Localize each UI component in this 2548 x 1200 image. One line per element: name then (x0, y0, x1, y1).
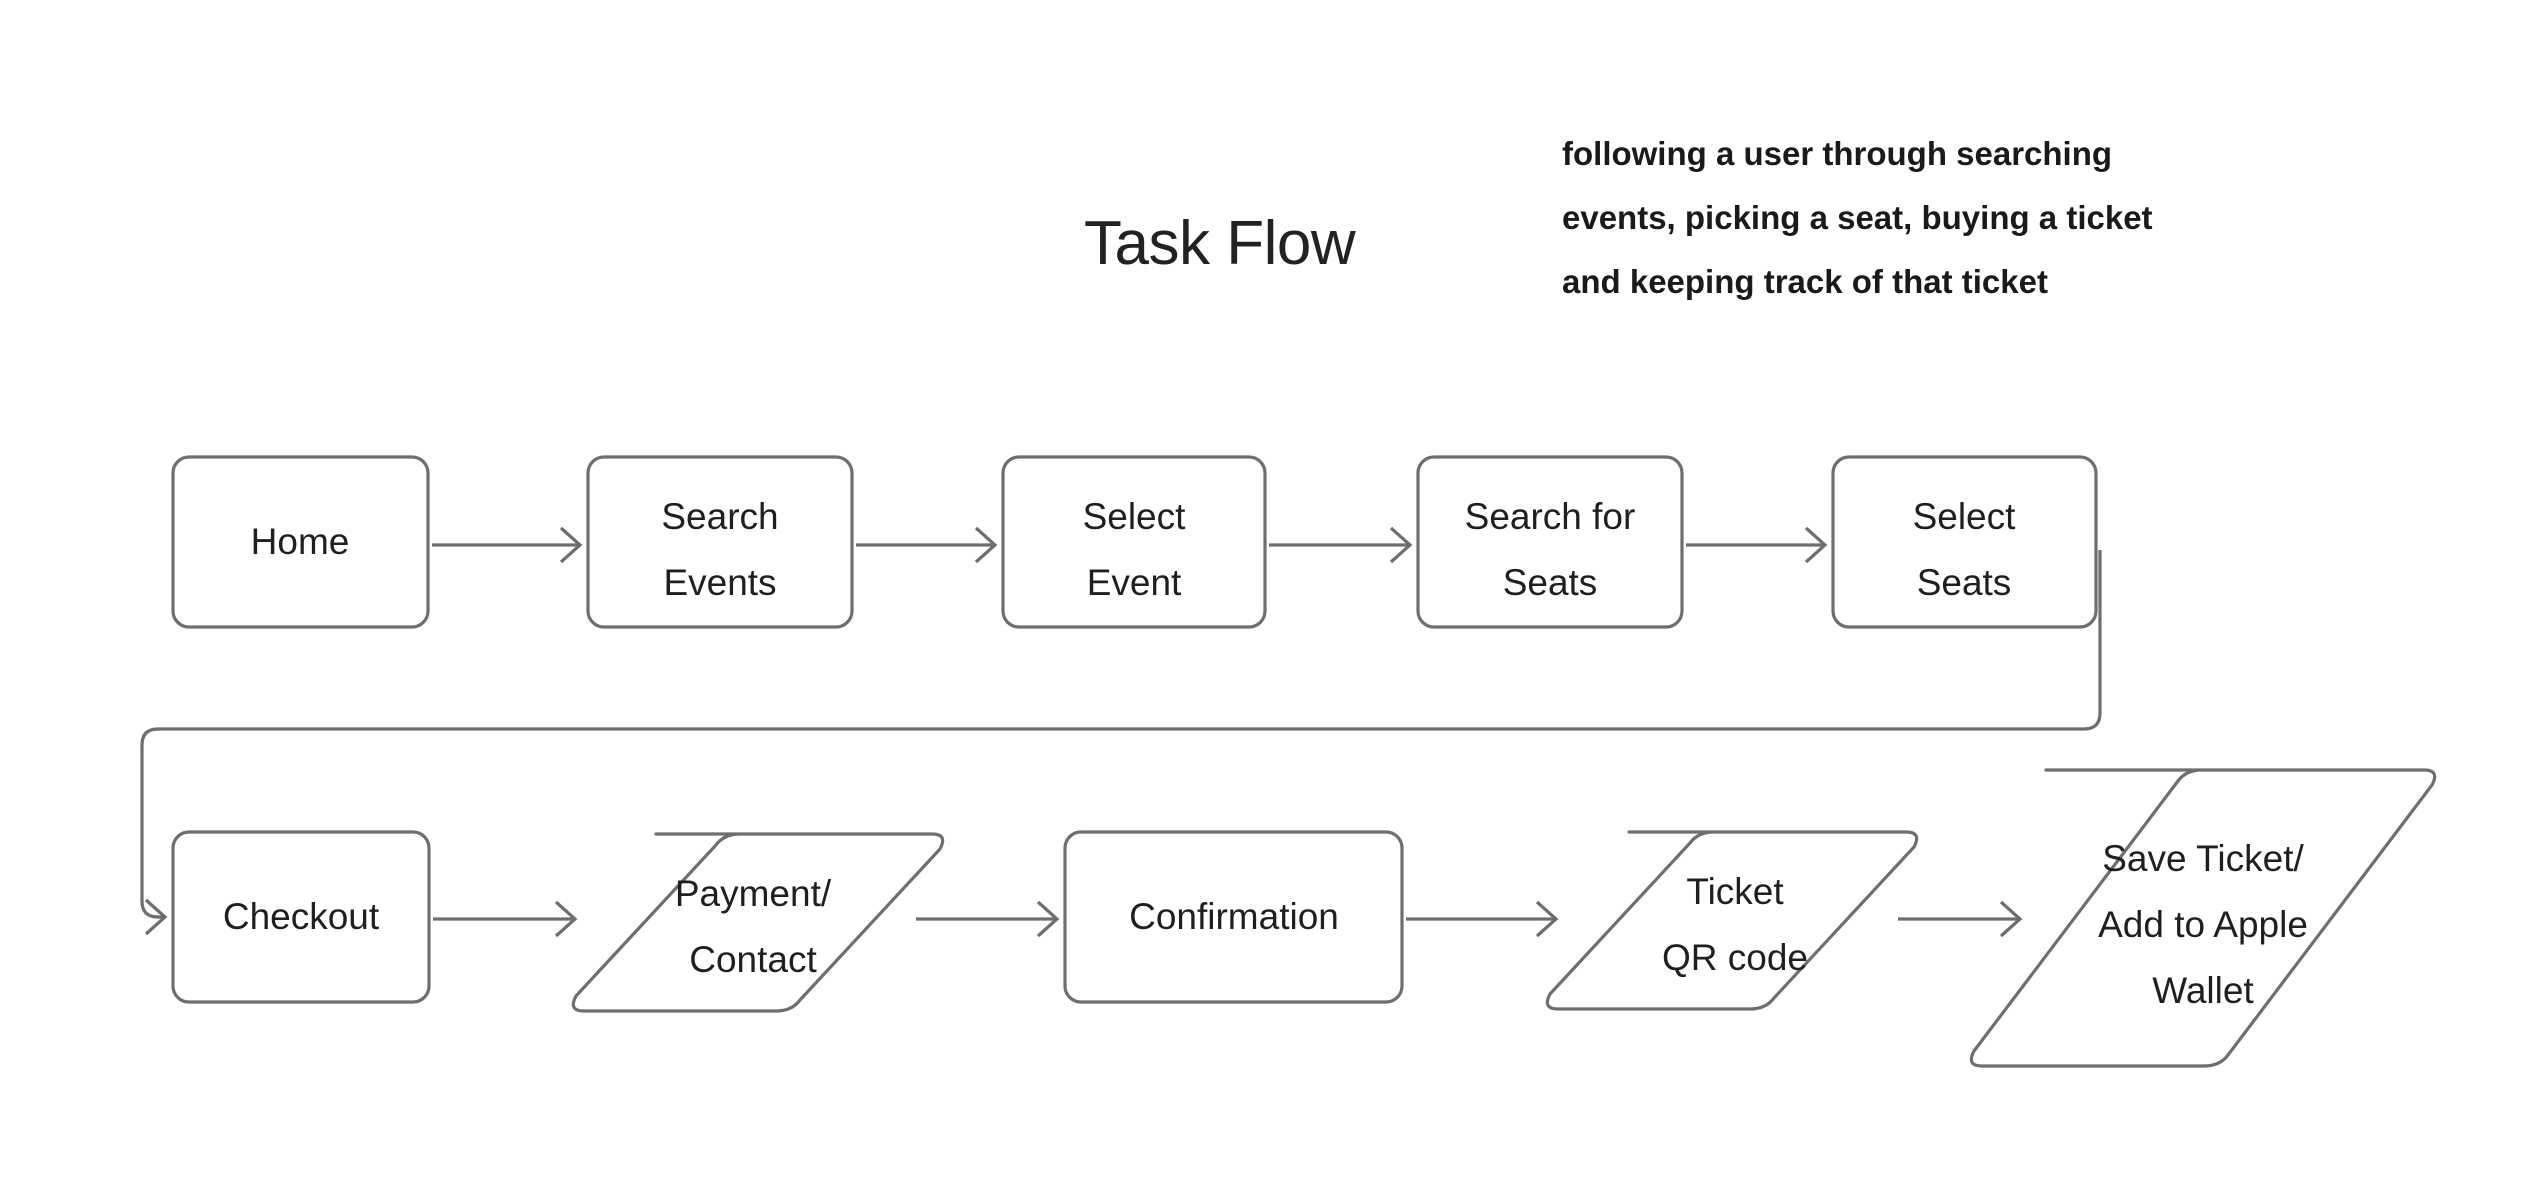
node-search-seats-label-1: Search for (1465, 496, 1636, 537)
node-select-event-label-1: Select (1083, 496, 1187, 537)
node-ticket-qr-shape (1545, 830, 1919, 1011)
node-search-events-label-1: Search (661, 496, 778, 537)
node-home-label: Home (251, 521, 350, 562)
flow-description-line-1: following a user through searching (1562, 135, 2113, 172)
node-confirmation-label: Confirmation (1129, 896, 1339, 937)
node-select-event[interactable]: Select Event (1001, 455, 1267, 629)
node-select-seats-label-1: Select (1913, 496, 2017, 537)
node-save-ticket-label-1: Save Ticket/ (2102, 838, 2304, 879)
node-ticket-qr-label-2: QR code (1662, 937, 1808, 978)
page-title: Task Flow (1084, 209, 1356, 278)
node-save-ticket-label-2: Add to Apple (2098, 904, 2308, 945)
node-payment-contact-label-2: Contact (689, 939, 817, 980)
flow-description-line-3: and keeping track of that ticket (1562, 263, 2048, 300)
node-home[interactable]: Home (171, 455, 430, 629)
connector-home-to-search-events (432, 526, 583, 564)
node-select-seats-label-2: Seats (1917, 562, 2012, 603)
node-search-seats-shape (1416, 455, 1684, 629)
node-select-event-shape (1001, 455, 1267, 629)
node-search-seats[interactable]: Search for Seats (1416, 455, 1684, 629)
node-payment-contact-label-1: Payment/ (675, 873, 832, 914)
node-confirmation-shape (1063, 830, 1404, 1004)
connector-checkout-to-payment (433, 900, 578, 938)
flow-description-line-2: events, picking a seat, buying a ticket (1562, 199, 2153, 236)
node-search-events[interactable]: Search Events (586, 455, 854, 629)
connector-search-events-to-select-event (856, 526, 998, 564)
node-checkout-shape (171, 830, 431, 1004)
node-checkout[interactable]: Checkout (171, 830, 431, 1004)
node-payment-contact-shape (571, 832, 945, 1013)
node-payment-contact[interactable]: Payment/ Contact (571, 832, 945, 1013)
node-checkout-label: Checkout (223, 896, 380, 937)
node-select-event-label-2: Event (1087, 562, 1182, 603)
node-save-ticket[interactable]: Save Ticket/ Add to Apple Wallet (1969, 768, 2437, 1068)
connector-select-event-to-search-seats (1269, 526, 1413, 564)
node-save-ticket-shape (1969, 768, 2437, 1068)
connector-payment-to-confirmation (916, 900, 1060, 938)
node-search-events-label-2: Events (663, 562, 776, 603)
flow-description: following a user through searching event… (1562, 122, 2392, 314)
node-confirmation[interactable]: Confirmation (1063, 830, 1404, 1004)
node-ticket-qr-label-1: Ticket (1686, 871, 1784, 912)
node-search-seats-label-2: Seats (1503, 562, 1598, 603)
connector-search-seats-to-select-seats (1686, 526, 1828, 564)
node-save-ticket-label-3: Wallet (2152, 970, 2254, 1011)
connector-confirmation-to-ticket-qr (1406, 900, 1559, 938)
connector-select-seats-to-checkout (140, 550, 2102, 936)
node-select-seats[interactable]: Select Seats (1831, 455, 2098, 629)
connector-ticket-qr-to-save-ticket (1898, 900, 2023, 938)
node-search-events-shape (586, 455, 854, 629)
node-ticket-qr[interactable]: Ticket QR code (1545, 830, 1919, 1011)
node-select-seats-shape (1831, 455, 2098, 629)
node-home-shape (171, 455, 430, 629)
